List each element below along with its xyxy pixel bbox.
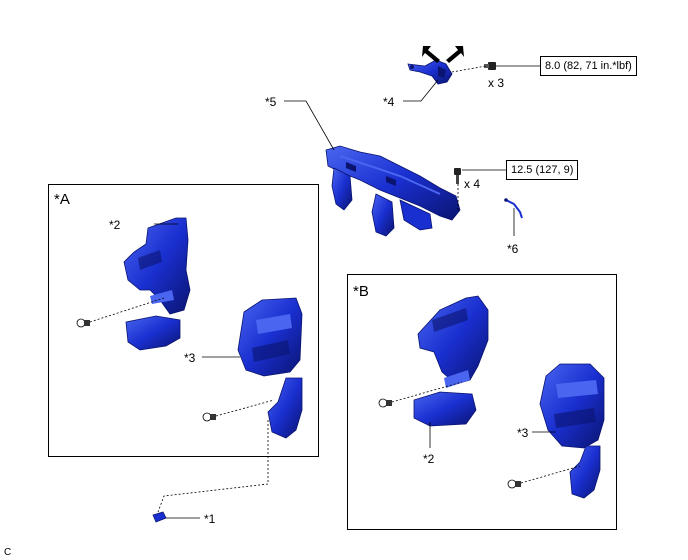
clip-icon bbox=[507, 479, 521, 489]
clip-icon bbox=[202, 412, 216, 422]
part-3-duct-b bbox=[539, 363, 605, 499]
part-3-duct-a bbox=[237, 297, 303, 439]
clip-icon bbox=[378, 398, 392, 408]
clip-icon bbox=[76, 318, 90, 328]
arrow-icon bbox=[422, 46, 464, 63]
callout-label: *1 bbox=[204, 512, 216, 526]
illustration-code: C bbox=[4, 547, 12, 558]
callout-label: *3 bbox=[517, 426, 529, 440]
bolt-icon bbox=[484, 62, 496, 70]
frame-a bbox=[48, 184, 319, 457]
part-4-bracket bbox=[407, 59, 453, 85]
callout-label: *5 bbox=[265, 95, 277, 109]
part-1-clip bbox=[152, 511, 167, 523]
part-2-duct-a bbox=[123, 217, 191, 351]
frame-b bbox=[347, 274, 617, 530]
quantity-label: x 4 bbox=[464, 177, 481, 191]
callout-label: *2 bbox=[109, 218, 121, 232]
callout-label: *6 bbox=[507, 242, 519, 256]
callout-label: *4 bbox=[383, 95, 395, 109]
torque-box: 12.5 (127, 9) bbox=[506, 160, 579, 180]
quantity-label: x 3 bbox=[488, 76, 505, 90]
bolt-icon bbox=[454, 168, 461, 184]
frame-b-label: *B bbox=[353, 283, 369, 300]
callout-label: *3 bbox=[184, 351, 196, 365]
part-5-reinforcement bbox=[325, 145, 461, 237]
frame-a-label: *A bbox=[54, 191, 70, 208]
part-6-clip bbox=[504, 198, 523, 219]
part-2-duct-b bbox=[413, 295, 489, 427]
torque-box: 8.0 (82, 71 in.*lbf) bbox=[540, 56, 637, 76]
callout-label: *2 bbox=[423, 452, 435, 466]
